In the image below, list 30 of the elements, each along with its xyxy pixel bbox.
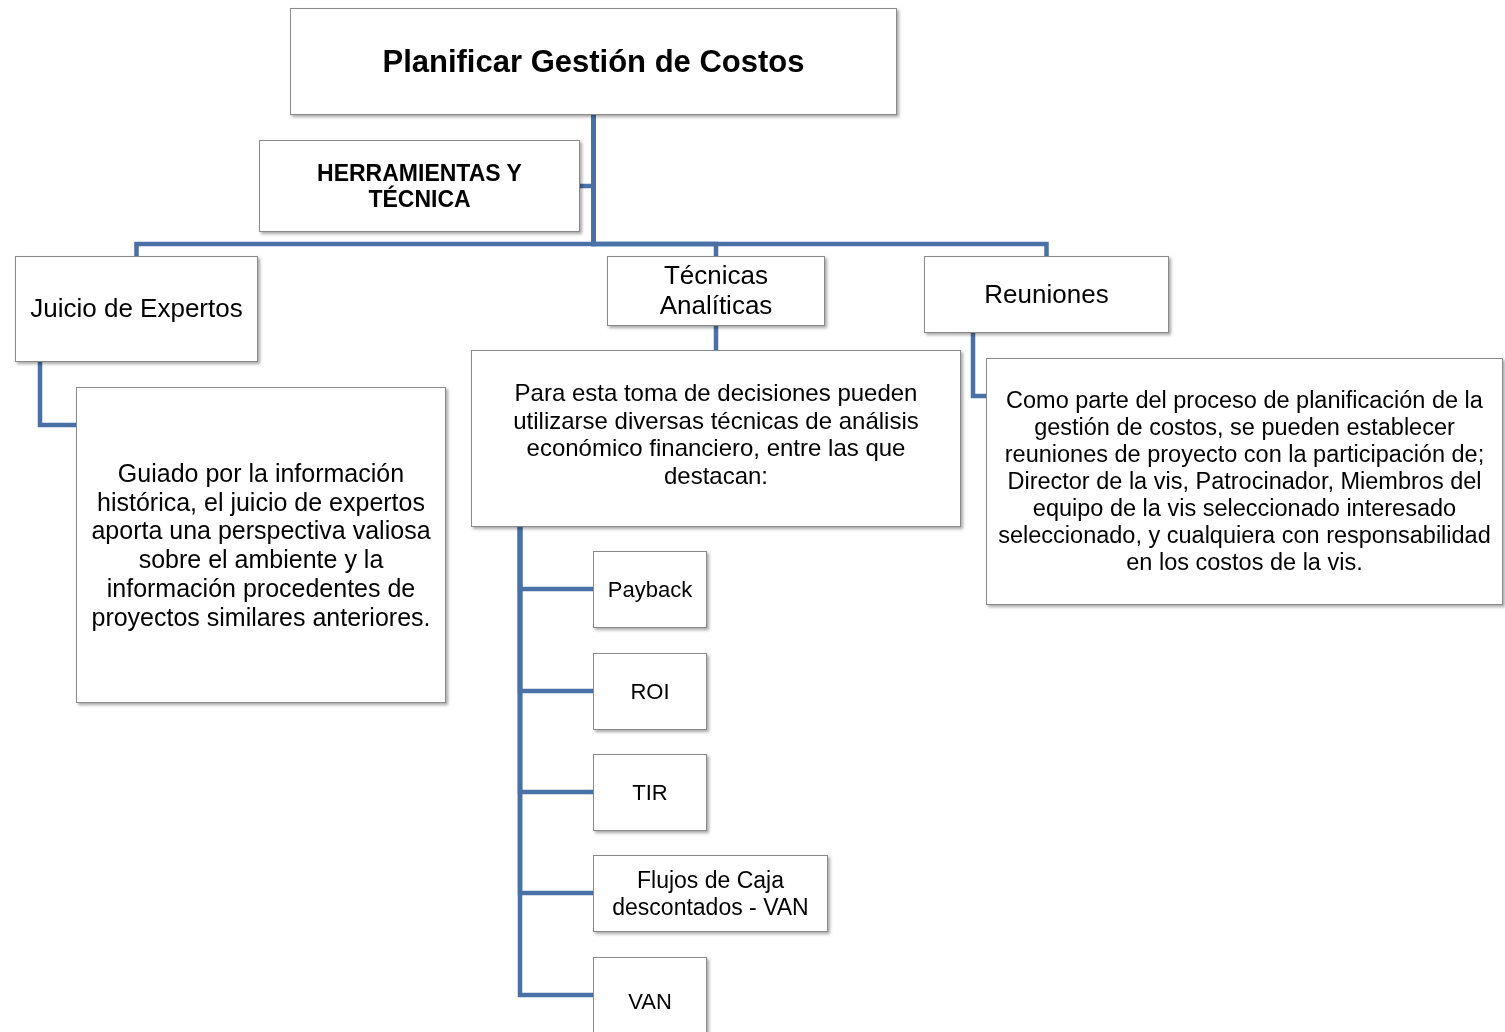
text-box [593,653,707,730]
text-box [593,551,707,628]
node-text: Reuniones [984,279,1109,310]
connector-line [37,362,76,428]
text-box [924,256,1169,333]
node-text: Guiado por la información histórica, el juicio de expertos aporta una perspectiva valiosa sobre el ambiente y la información procedentes de proyectos similares anteriores. [90,458,432,632]
node-text: Para esta toma de decisiones pueden utilizarse diversas técnicas de análisis económico financiero, entre las que destacan: [512,379,920,490]
node-text: HERRAMIENTAS Y TÉCNICA [316,159,523,213]
node-text: Técnicas Analíticas [658,261,774,321]
text-box [76,387,446,703]
text-box [607,256,825,326]
node-text: Como parte del proceso de planificación de la gestión de costos, se pueden establecer reuniones de proyecto con la participación de; Director de la vis, Patrocinador, Miembros del equipo de la vis seleccionado interesado seleccionado, y cualquiera con responsabilidad en los costos de la vis. [997,386,1492,577]
text-box [986,358,1503,605]
text-box [15,256,258,362]
node-text: ROI [630,678,670,705]
connector-line [970,333,986,399]
node-text: Flujos de Caja descontados - VAN [611,867,810,920]
node-text: Juicio de Expertos [30,294,243,324]
node-text: Payback [607,576,693,603]
text-box [593,855,828,932]
node-text: TIR [632,779,668,806]
text-box [290,8,897,115]
text-box [471,350,961,527]
text-box [593,957,707,1032]
node-text: VAN [628,989,672,1015]
connector-line [713,326,719,350]
connector-line [517,527,593,998]
text-box [593,754,707,831]
text-box [259,140,580,232]
node-text: Planificar Gestión de Costos [382,43,805,80]
